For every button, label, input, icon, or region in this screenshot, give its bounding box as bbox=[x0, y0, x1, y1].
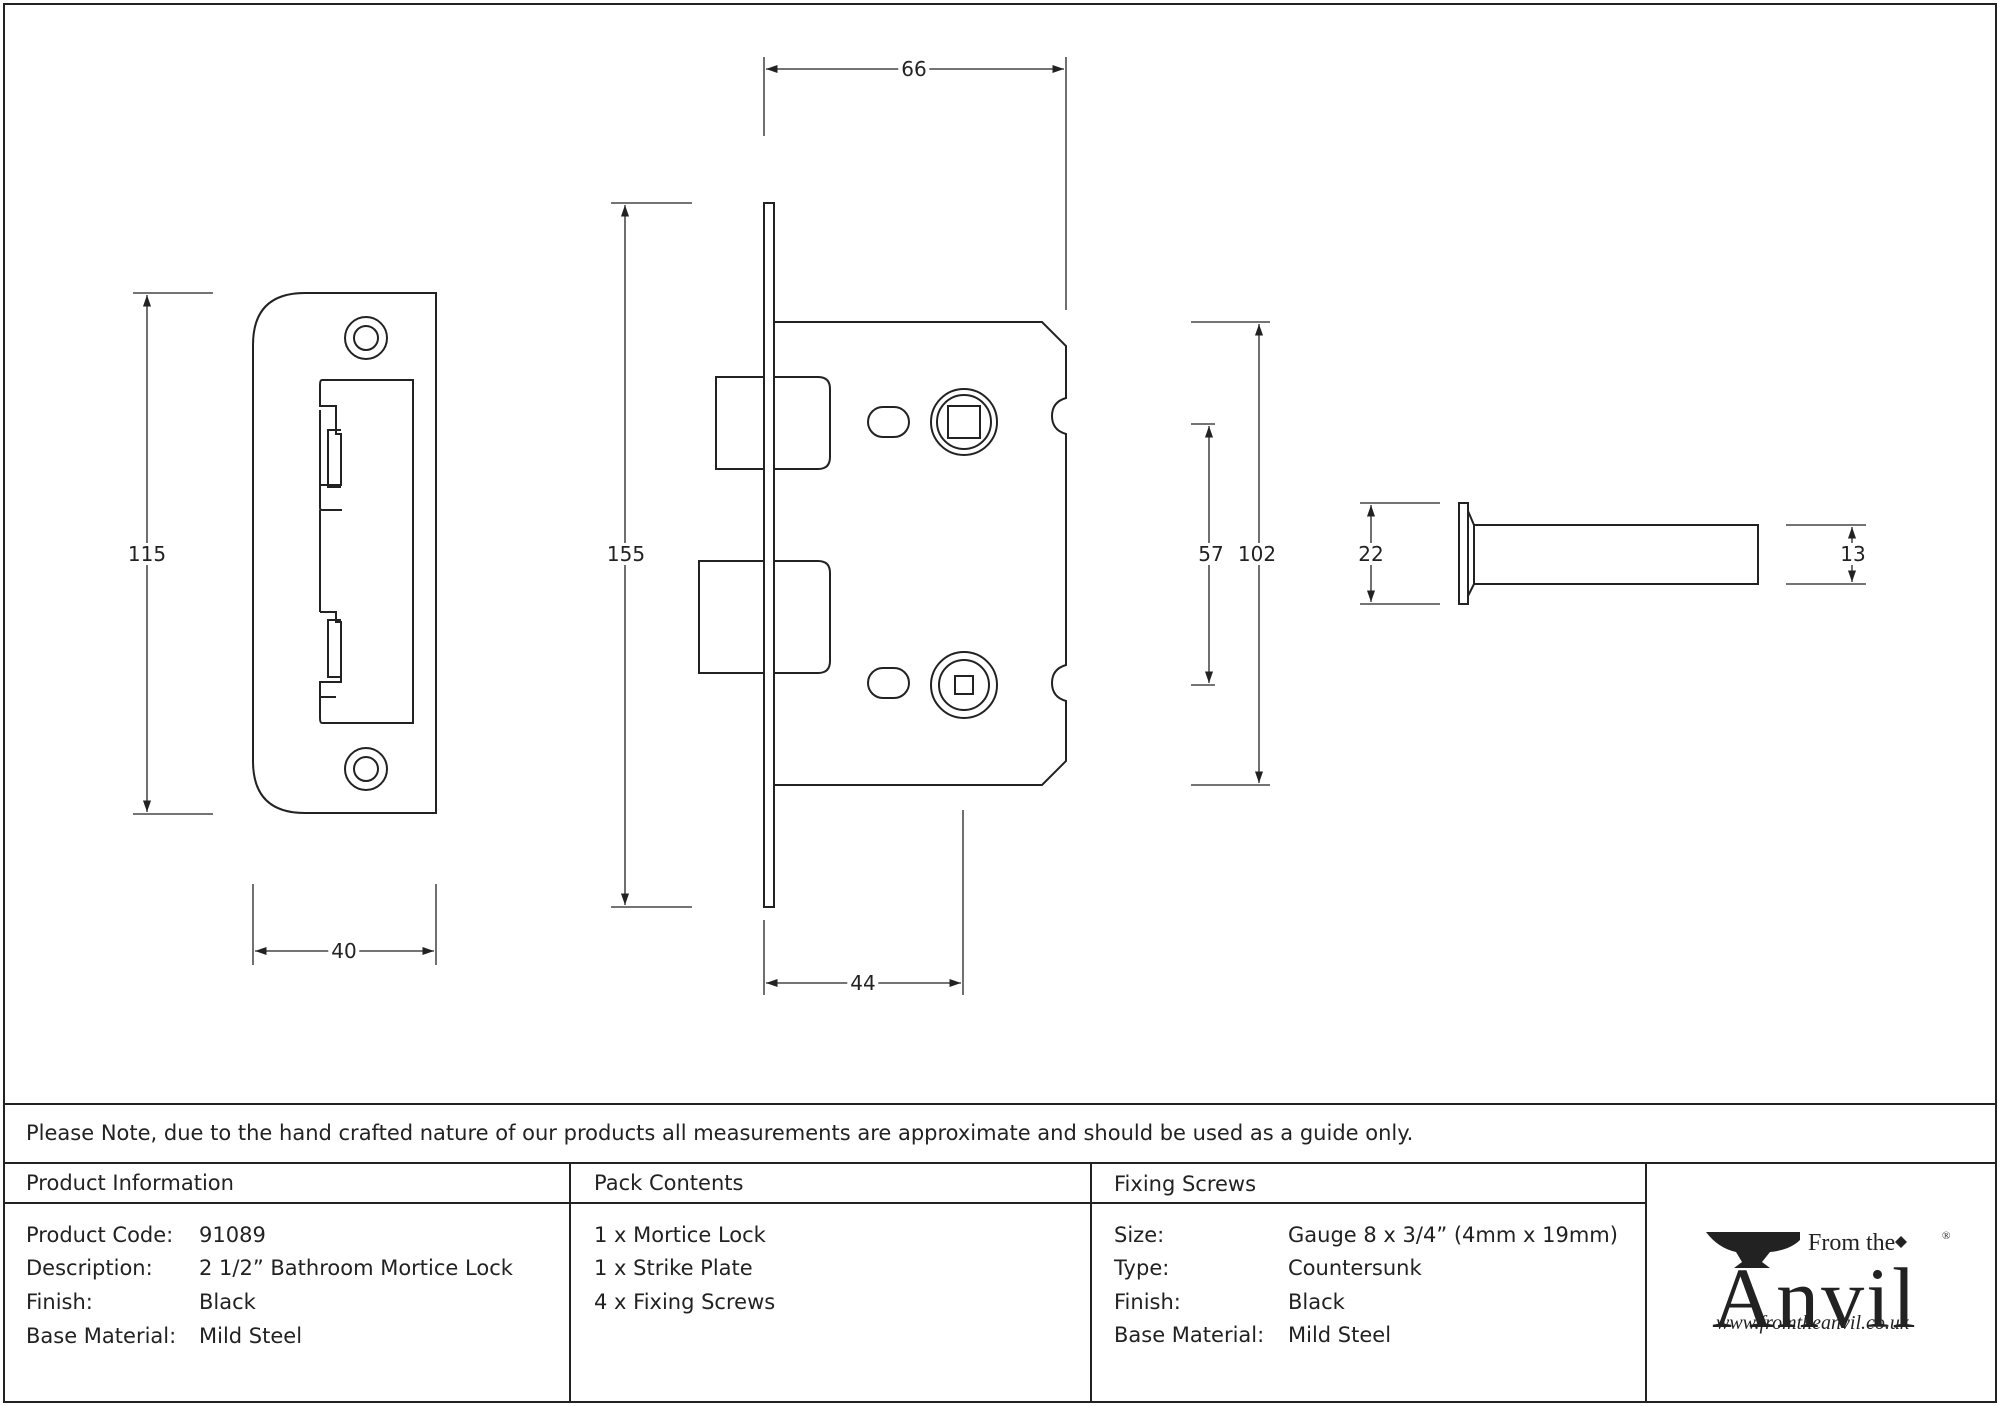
dim-strike-height: 115 bbox=[124, 543, 170, 565]
logo-url: www.fromtheanvil.co.uk bbox=[1716, 1312, 1909, 1334]
dim-strike-width: 40 bbox=[328, 940, 360, 962]
finish-value: Black bbox=[199, 1290, 256, 1314]
screw-finish-label: Finish: bbox=[1114, 1290, 1181, 1314]
screw-type-value: Countersunk bbox=[1288, 1256, 1422, 1280]
screw-material-value: Mild Steel bbox=[1288, 1323, 1392, 1347]
product-code-label: Product Code: bbox=[26, 1223, 174, 1247]
strike-plate-drawing bbox=[252, 292, 437, 814]
screw-material-label: Base Material: bbox=[1114, 1323, 1265, 1347]
fixing-screws-heading: Fixing Screws bbox=[1114, 1172, 1257, 1196]
screw-size-value: Gauge 8 x 3/4” (4mm x 19mm) bbox=[1288, 1223, 1618, 1247]
dim-screw-head: 22 bbox=[1355, 543, 1387, 565]
mortice-lock-drawing bbox=[698, 202, 1067, 908]
dim-case-height: 102 bbox=[1234, 543, 1280, 565]
anvil-logo-graphic bbox=[1706, 1232, 1907, 1268]
pack-item: 1 x Mortice Lock bbox=[594, 1223, 766, 1247]
description-label: Description: bbox=[26, 1256, 153, 1280]
screw-type-label: Type: bbox=[1114, 1256, 1170, 1280]
description-value: 2 1/2” Bathroom Mortice Lock bbox=[199, 1256, 513, 1280]
logo-anvil-wordmark: Anvil bbox=[1712, 1250, 1918, 1346]
logo-from-the: From the bbox=[1808, 1230, 1896, 1256]
pack-item: 1 x Strike Plate bbox=[594, 1256, 753, 1280]
dim-backset: 44 bbox=[847, 972, 879, 994]
measurement-note: Please Note, due to the hand crafted nat… bbox=[26, 1121, 1414, 1145]
dim-case-depth: 66 bbox=[898, 58, 930, 80]
base-material-value: Mild Steel bbox=[199, 1324, 303, 1348]
fixing-screw-drawing bbox=[1458, 502, 1759, 605]
dim-centres: 57 bbox=[1195, 543, 1227, 565]
base-material-label: Base Material: bbox=[26, 1324, 177, 1348]
product-info-heading: Product Information bbox=[26, 1171, 234, 1195]
product-code-value: 91089 bbox=[199, 1223, 266, 1247]
pack-item: 4 x Fixing Screws bbox=[594, 1290, 776, 1314]
logo-registered-mark: ® bbox=[1942, 1230, 1951, 1242]
screw-finish-value: Black bbox=[1288, 1290, 1345, 1314]
screw-size-label: Size: bbox=[1114, 1223, 1165, 1247]
sheet-border bbox=[3, 3, 1997, 1403]
pack-contents-heading: Pack Contents bbox=[594, 1171, 744, 1195]
finish-label: Finish: bbox=[26, 1290, 93, 1314]
dim-screw-shank: 13 bbox=[1837, 543, 1869, 565]
dim-forend-height: 155 bbox=[603, 543, 649, 565]
